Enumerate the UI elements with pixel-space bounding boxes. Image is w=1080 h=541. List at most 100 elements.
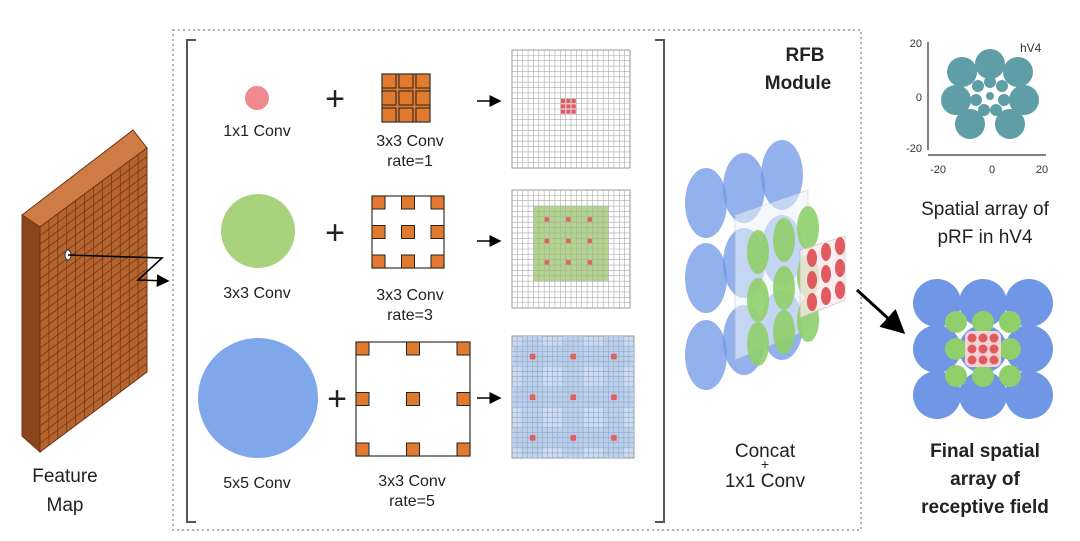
grid-sample-point <box>566 104 571 109</box>
concat-red-kernel <box>807 249 817 267</box>
kernel-cell <box>381 73 397 89</box>
receptive-grid-rate-5 <box>511 335 635 459</box>
concat-red-kernel <box>835 259 845 277</box>
hv4-prf-circle <box>1009 85 1039 115</box>
kernel-cell <box>430 225 445 239</box>
hv4-tag: hV4 <box>1020 41 1042 55</box>
final-caption-1: Final spatial <box>930 441 1040 462</box>
feature-map-grid-line <box>39 242 148 323</box>
plus-sign-2: + <box>325 214 345 252</box>
kernel-cell <box>381 107 397 123</box>
concat-red-kernel <box>807 293 817 311</box>
feature-map-grid <box>39 154 148 446</box>
final-red-field <box>978 333 988 343</box>
dilated-3-label-1: 3x3 Conv <box>376 287 444 304</box>
kernel-cell <box>398 107 414 123</box>
concat-green-kernel <box>747 230 769 274</box>
concat-red-kernel <box>807 271 817 289</box>
kernel-cell <box>371 195 386 210</box>
feature-map-grid-line <box>39 199 148 280</box>
dilated-5-label-2: rate=5 <box>389 493 435 510</box>
kernel-cell <box>381 90 397 106</box>
concat-green-kernel <box>773 266 795 310</box>
grid-sample-point <box>571 98 576 104</box>
grid-sample-point <box>566 217 571 222</box>
final-blue-field <box>1005 325 1053 373</box>
concat-green-kernel <box>797 206 819 250</box>
conv-1x1-label: 1x1 Conv <box>223 123 291 140</box>
grid-sample-point <box>571 109 576 114</box>
kernel-cell <box>456 392 471 406</box>
feature-map-grid-line <box>39 268 148 349</box>
kernel-cell <box>355 341 370 356</box>
final-red-field <box>989 355 999 365</box>
hv4-prf-circle <box>955 109 985 139</box>
final-green-field <box>999 311 1021 333</box>
grid-sample-point <box>544 217 550 222</box>
receptive-grid-rate-3 <box>511 189 631 309</box>
final-receptive-field <box>913 279 1053 419</box>
feature-map-grid-line <box>39 354 148 435</box>
kernel-rate-1 <box>381 73 431 123</box>
hv4-caption-2: pRF in hV4 <box>937 227 1033 248</box>
hv4-prf-circle <box>970 94 982 106</box>
feature-map-grid-line <box>39 320 148 401</box>
final-blue-field <box>913 325 961 373</box>
final-blue-field <box>959 371 1007 419</box>
module-frame <box>172 29 862 531</box>
kernel-cell <box>456 442 471 457</box>
kernel-cell <box>415 73 431 89</box>
grid-sample-point <box>544 238 550 244</box>
concat-red-kernel <box>821 265 831 283</box>
kernel-cell <box>401 225 415 239</box>
final-green-field <box>945 338 967 360</box>
feature-map-grid-line <box>39 233 148 314</box>
concat-label-2: + <box>760 456 770 472</box>
arrow-to-final <box>855 288 906 335</box>
grid-sample-point <box>560 104 566 109</box>
grid-sample-point <box>570 435 577 441</box>
concat-label-1: Concat <box>734 441 796 462</box>
concat-red-kernel <box>835 281 845 299</box>
hv4-y-tick-mid: 0 <box>916 92 922 104</box>
dilated-3-label-2: rate=3 <box>387 307 433 324</box>
kernel-cell <box>430 195 445 210</box>
concat-red-kernel <box>821 287 831 305</box>
feature-map-grid-line <box>39 302 148 384</box>
kernel-cell <box>415 90 431 106</box>
plus-sign-3: + <box>327 380 347 418</box>
final-red-field <box>989 344 999 354</box>
grid-sample-point <box>566 238 571 244</box>
dilated-1-label-2: rate=1 <box>387 153 433 170</box>
grid-sample-point <box>587 260 592 265</box>
final-red-field <box>978 355 988 365</box>
kernel-cell <box>406 442 420 457</box>
grid-sample-point <box>566 260 571 265</box>
conv-3x3-label: 3x3 Conv <box>223 285 291 302</box>
feature-map-grid-line <box>39 190 148 271</box>
grid-sample-point <box>570 394 577 401</box>
final-green-field <box>945 311 967 333</box>
concat-green-kernel <box>747 322 769 366</box>
kernel-cell <box>406 392 420 406</box>
feature-map-grid-line <box>39 294 148 375</box>
final-red-field <box>989 333 999 343</box>
kernel-cell <box>355 442 370 457</box>
grid-sample-point <box>611 435 617 441</box>
receptive-grid-rate-1 <box>511 49 631 169</box>
hv4-prf-circle <box>998 94 1010 106</box>
conv-5x5-label: 5x5 Conv <box>223 475 291 492</box>
left-bracket <box>186 39 196 523</box>
hv4-prf-circle <box>996 80 1008 92</box>
grid-sample-point <box>544 260 550 265</box>
kernel-cell <box>371 225 386 239</box>
right-bracket <box>655 39 665 523</box>
final-caption-3: receptive field <box>921 497 1049 518</box>
final-green-field <box>945 365 967 387</box>
concat-blue-kernel <box>723 153 765 223</box>
feature-map-label-1: Feature <box>32 466 98 487</box>
hv4-prf-circles <box>941 49 1039 139</box>
concat-red-kernel <box>821 243 831 261</box>
feature-map-grid-line <box>39 276 148 358</box>
